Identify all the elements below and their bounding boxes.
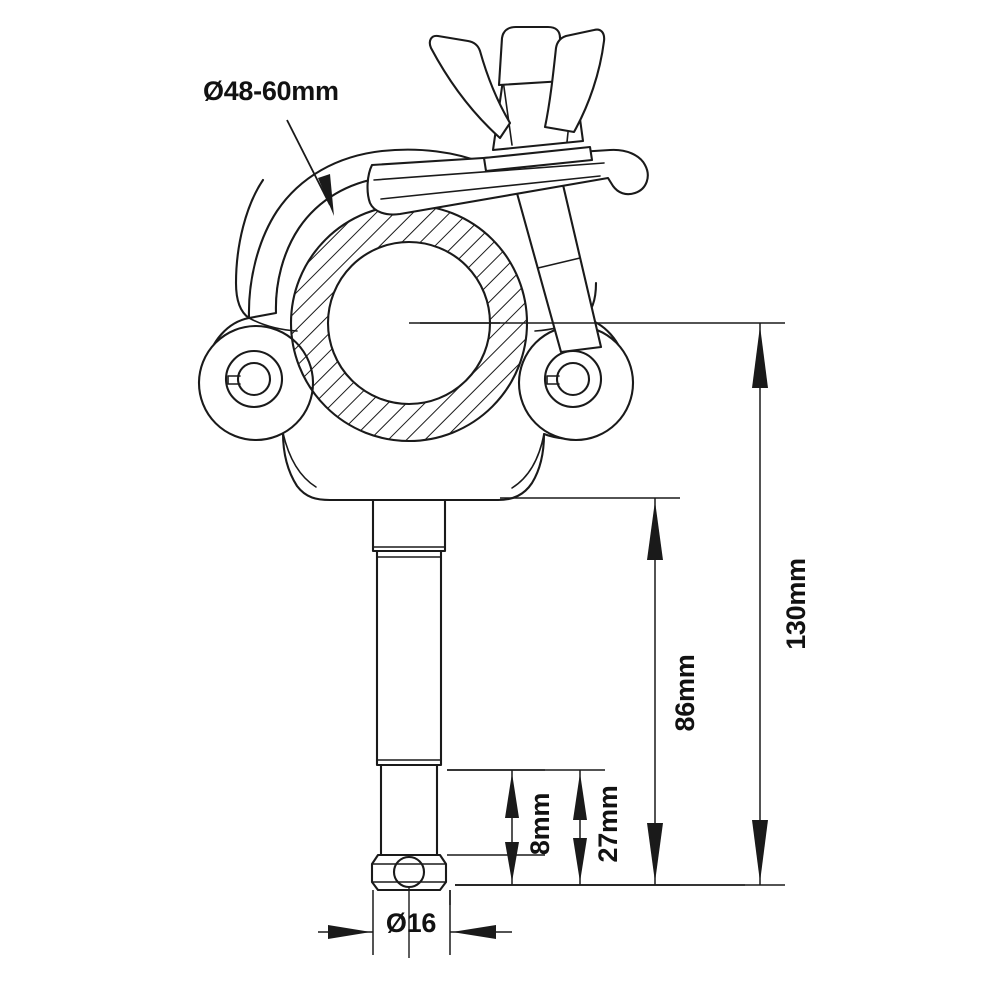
dimension-8mm: 8mm xyxy=(447,769,555,885)
body-lower-left-fillet xyxy=(282,432,317,488)
clamp-ring-section xyxy=(280,195,540,455)
wing-nut-tab-center xyxy=(497,25,566,87)
arrow-8-bottom xyxy=(505,842,519,882)
arrow-130-bottom xyxy=(752,820,768,882)
bolt-shaft-edge xyxy=(537,257,581,269)
arrow-8-top xyxy=(505,773,519,818)
dim-label-8mm: 8mm xyxy=(525,793,555,855)
stem-lower-section xyxy=(379,763,439,857)
dim-label-27mm: 27mm xyxy=(593,786,623,863)
arrow-d16-left xyxy=(328,925,371,939)
arrow-d16-right xyxy=(452,925,496,939)
lever-arm-lower-line xyxy=(380,175,601,200)
ring-hatching xyxy=(280,195,540,455)
dimension-27mm: 27mm xyxy=(447,769,745,886)
wing-nut-body-edge xyxy=(502,79,513,146)
clamp-fastener-group xyxy=(366,25,649,354)
clamp-body-group xyxy=(197,148,635,502)
callout-pipe-diameter: Ø48-60mm xyxy=(203,76,339,216)
callout-leader-line xyxy=(286,119,331,206)
spigot-stem-group xyxy=(370,498,448,892)
right-bolt-head-inner xyxy=(555,361,591,397)
left-bolt-slot xyxy=(227,375,241,385)
callout-label-pipe-diameter: Ø48-60mm xyxy=(203,76,339,106)
arrow-130-top xyxy=(752,326,768,388)
wing-nut-base-plate xyxy=(482,145,594,173)
dimension-diameter-16: Ø16 xyxy=(318,890,512,955)
left-bolt-head-inner xyxy=(236,361,272,397)
arrow-86-top xyxy=(647,501,663,560)
dimension-86mm: 86mm xyxy=(455,497,700,886)
arrow-27-bottom xyxy=(573,838,587,882)
body-lower-right-fillet xyxy=(511,433,545,489)
arrow-27-top xyxy=(573,773,587,820)
lever-arm xyxy=(366,148,649,216)
wing-nut-wing-right xyxy=(543,28,606,134)
right-bolt-slot xyxy=(546,375,560,385)
saddle-shelf-left xyxy=(248,317,298,332)
callout-leader-arrowhead xyxy=(318,174,334,216)
dim-label-d16: Ø16 xyxy=(386,908,436,938)
dimension-130mm: 130mm xyxy=(420,322,811,886)
dim-label-86mm: 86mm xyxy=(670,655,700,732)
arrow-86-bottom xyxy=(647,823,663,882)
wing-nut-wing-left xyxy=(428,34,512,140)
stem-barrel xyxy=(375,549,443,767)
dim-label-130mm: 130mm xyxy=(781,558,811,650)
stem-shoulder xyxy=(371,498,447,553)
